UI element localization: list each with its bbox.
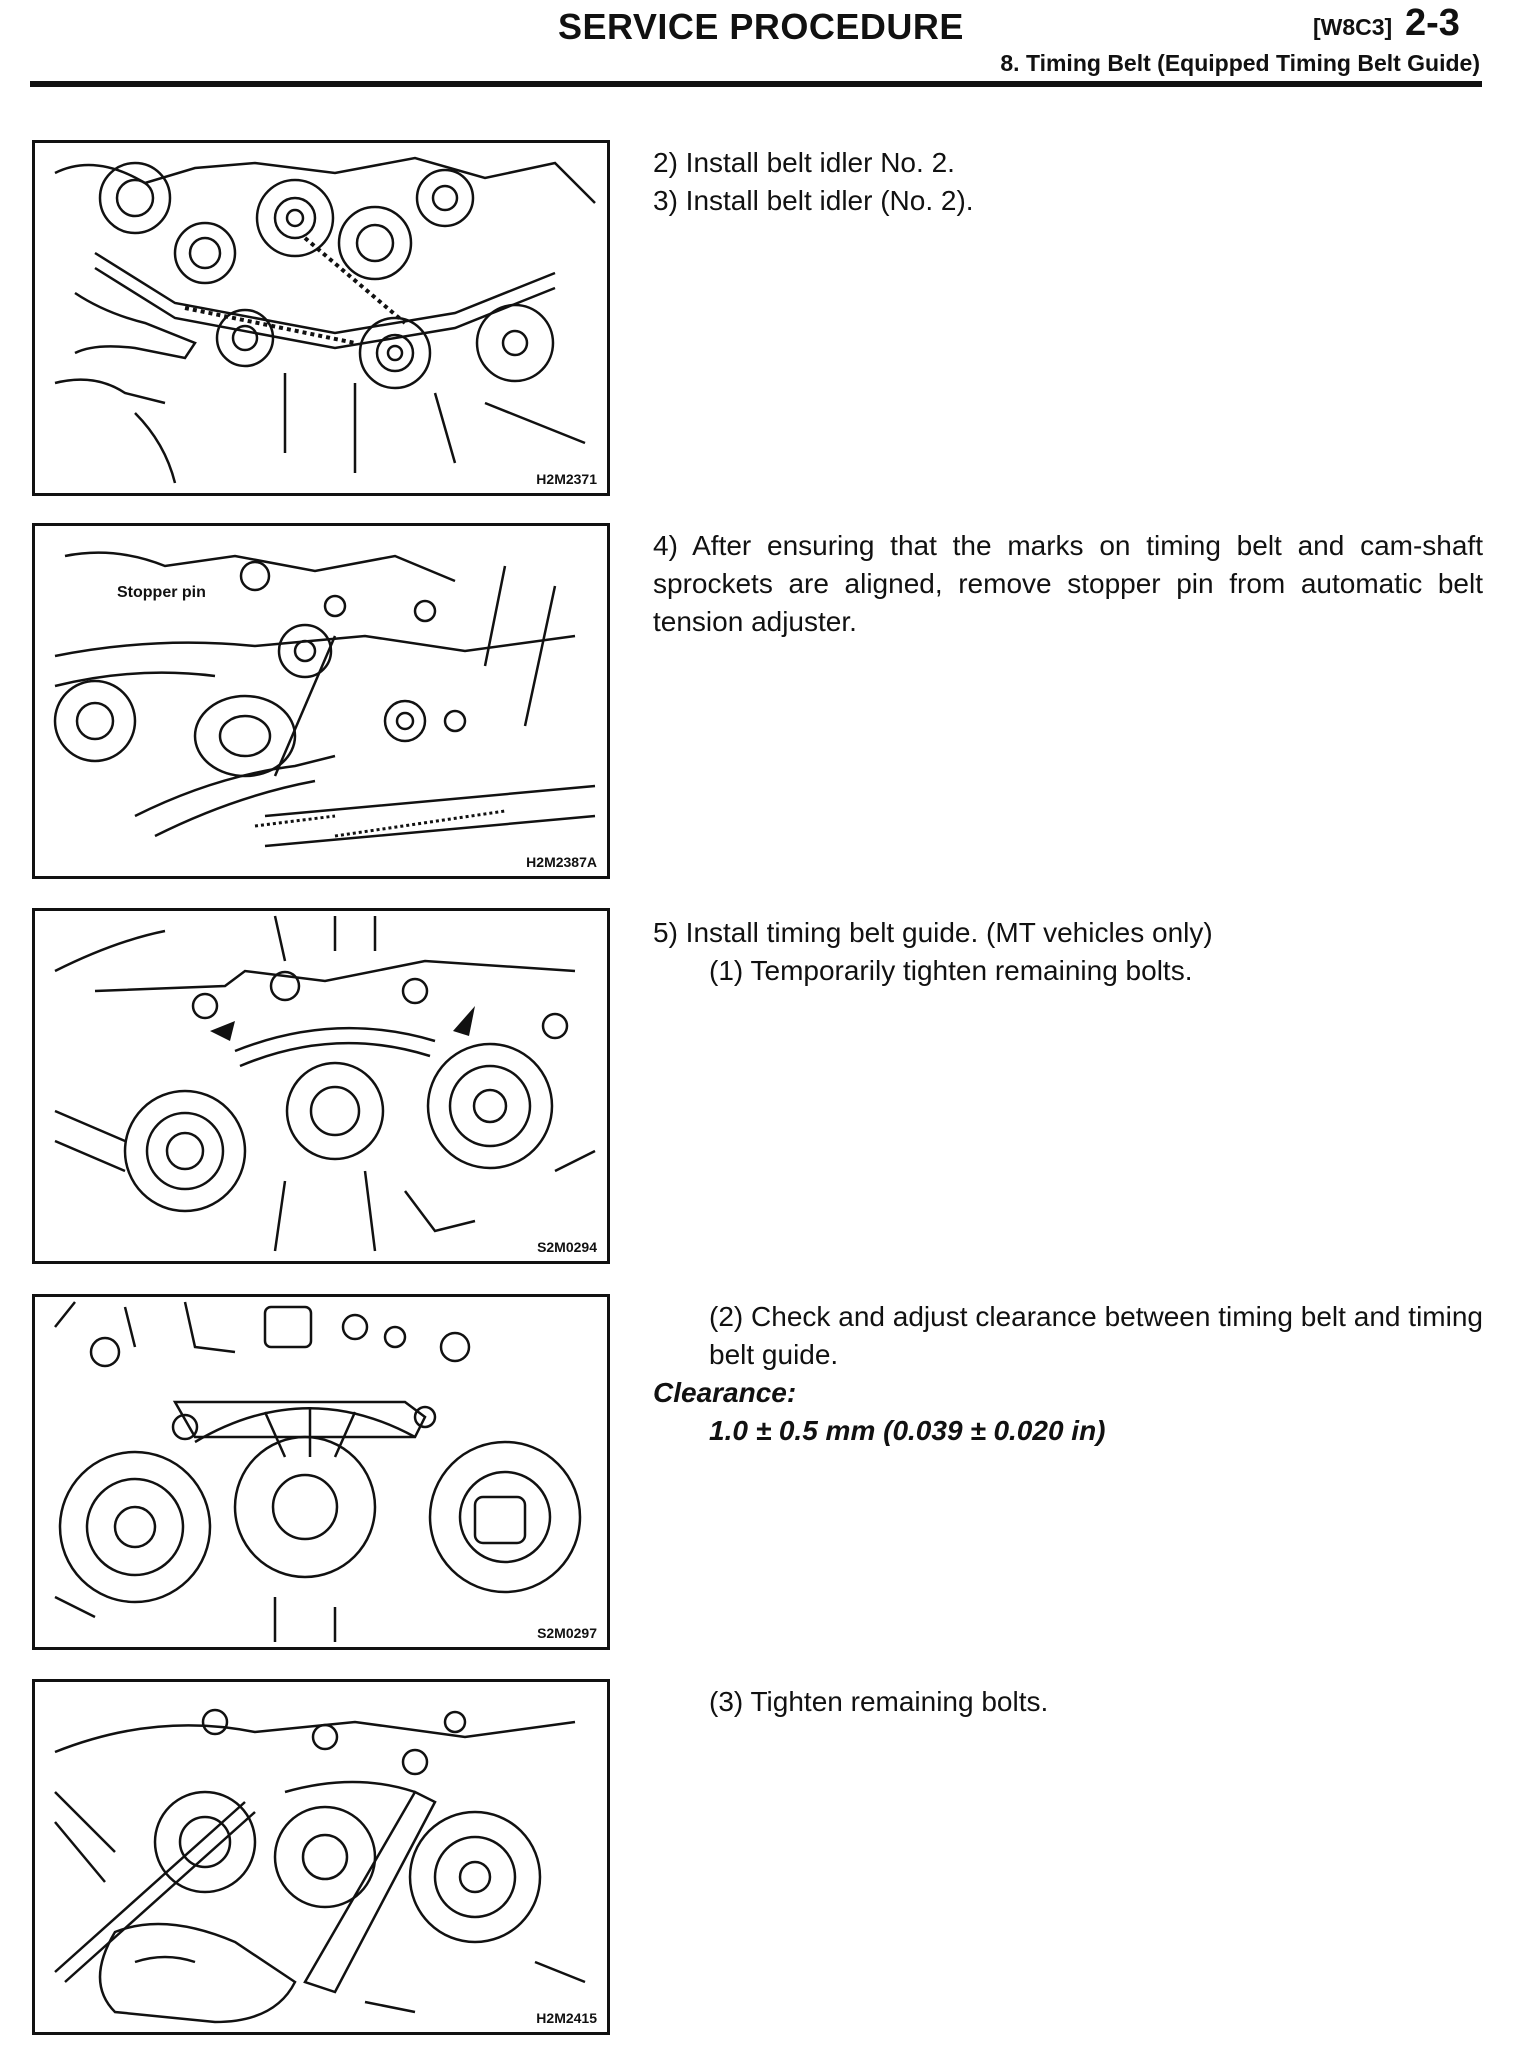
figure-code: S2M0294 [535,1239,599,1255]
figure-belt-guide: S2M0294 [32,908,610,1264]
figure-clearance-check: S2M0297 [32,1294,610,1650]
figure-stopper-pin: Stopper pin H2M2387A [32,523,610,879]
step-2: 2) Install belt idler No. 2. [653,147,955,178]
header-rule [30,81,1482,87]
step-group-clearance: (2) Check and adjust clearance between t… [653,1298,1483,1450]
figure-5-illustration [54,1708,586,2024]
figure-code: H2M2371 [534,471,599,487]
figure-4-illustration [54,1301,582,1642]
step-group-tighten: (3) Tighten remaining bolts. [653,1683,1483,1721]
section-title: 8. Timing Belt (Equipped Timing Belt Gui… [1000,50,1480,76]
step-group-idler: 2) Install belt idler No. 2. 3) Install … [653,144,1483,220]
header-code: [W8C3] [1313,14,1393,40]
page-number: 2-3 [1405,2,1460,44]
step-5: 5) Install timing belt guide. (MT vehicl… [653,917,1213,948]
figure-1-illustration [54,156,596,484]
figure-code: S2M0297 [535,1625,599,1641]
figure-tighten-bolts: H2M2415 [32,1679,610,2035]
figure-3-illustration [54,915,596,1252]
figure-2-illustration [53,551,596,848]
clearance-value: 1.0 ± 0.5 mm (0.039 ± 0.020 in) [709,1415,1106,1446]
step-5-3: (3) Tighten remaining bolts. [709,1686,1049,1717]
step-5-2: (2) Check and adjust clearance between t… [709,1301,1483,1370]
step-4: 4) After ensuring that the marks on timi… [653,530,1483,637]
figure-code: H2M2415 [534,2010,599,2026]
step-3: 3) Install belt idler (No. 2). [653,185,974,216]
header-title: SERVICE PROCEDURE [558,6,964,47]
step-group-guide: 5) Install timing belt guide. (MT vehicl… [653,914,1483,990]
step-group-stopper: 4) After ensuring that the marks on timi… [653,527,1483,641]
figure-belt-idler: H2M2371 [32,140,610,496]
callout-stopper-pin: Stopper pin [115,584,208,602]
step-5-1: (1) Temporarily tighten remaining bolts. [709,955,1193,986]
clearance-label: Clearance: [653,1377,797,1408]
figure-code: H2M2387A [524,854,599,870]
